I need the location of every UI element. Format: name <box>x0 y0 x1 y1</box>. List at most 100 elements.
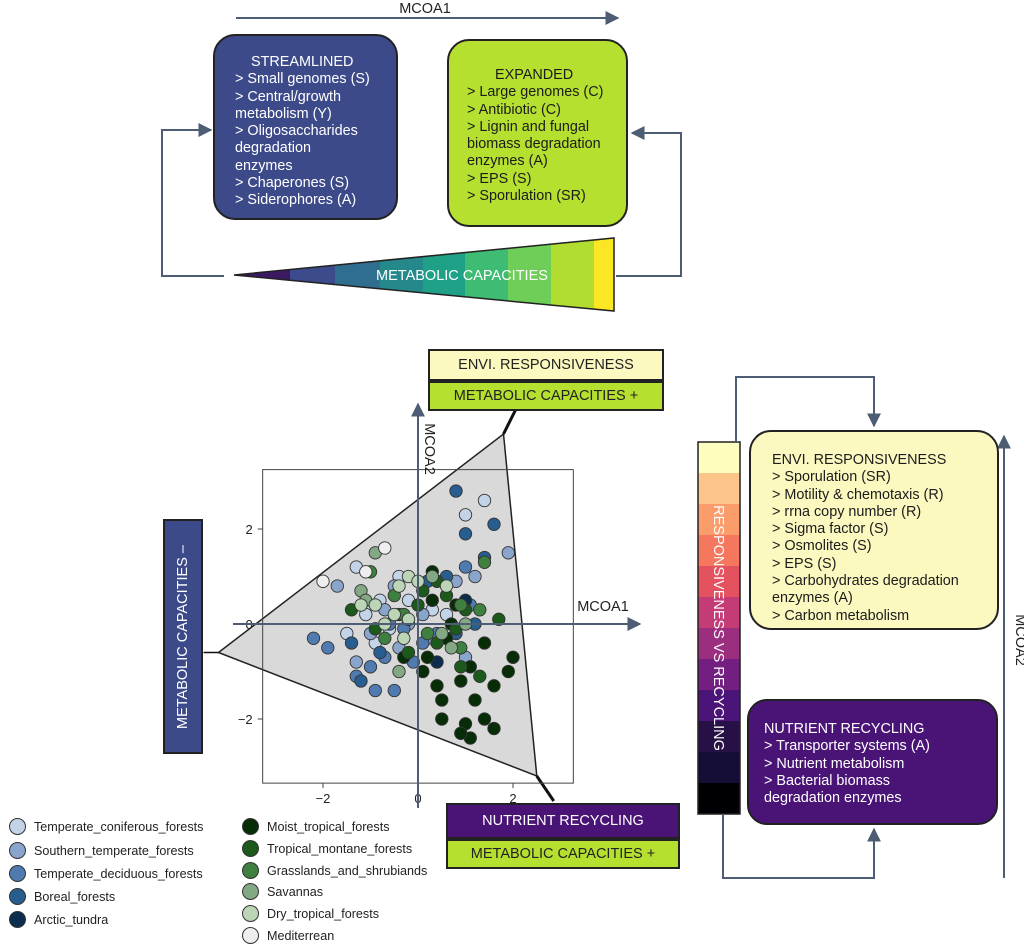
bar-band <box>698 473 740 505</box>
bar-label: RESPONSIVENESS VS RECYCLING <box>710 505 726 751</box>
legend-swatch <box>9 911 26 928</box>
data-point <box>363 660 378 674</box>
y-tick-label: −2 <box>238 712 253 727</box>
envi-line: > Motility & chemotaxis (R) <box>772 486 944 503</box>
data-point <box>401 612 416 626</box>
envi-title: ENVI. RESPONSIVENESS <box>772 452 947 468</box>
legend-label: Dry_tropical_forests <box>267 907 379 921</box>
expanded-title: EXPANDED <box>495 67 574 83</box>
envi-line: > Sigma factor (S) <box>772 521 889 538</box>
nutri-line: > Bacterial biomass <box>764 772 890 789</box>
legend-swatch <box>242 818 259 835</box>
data-point <box>477 712 492 726</box>
nutri-title: NUTRIENT RECYCLING <box>764 721 925 737</box>
y-axis-label: MCOA2 <box>421 423 437 475</box>
data-point <box>378 631 392 645</box>
expanded-line: > Lignin and fungal <box>467 118 590 135</box>
data-point <box>492 612 506 626</box>
data-point <box>359 565 373 579</box>
data-point <box>454 660 468 674</box>
streamlined-line: > Central/growth <box>235 88 341 105</box>
right-loop-arrow <box>616 126 682 277</box>
nutri-line: degradation enzymes <box>764 790 902 807</box>
data-point <box>458 527 473 541</box>
bar-band <box>698 783 740 815</box>
envi-responsiveness-box: ENVI. RESPONSIVENESS > Sporulation (SR) … <box>749 430 999 630</box>
data-point <box>454 598 468 612</box>
streamlined-line: > Small genomes (S) <box>235 71 370 88</box>
nutri-line: > Transporter systems (A) <box>764 738 930 755</box>
legend-swatch <box>242 905 259 922</box>
nutrient-recycling-box: NUTRIENT RECYCLING > Transporter systems… <box>747 699 998 825</box>
nutrient-recycling-tag: NUTRIENT RECYCLING <box>446 803 680 839</box>
data-point <box>487 517 501 531</box>
wedge-band <box>594 238 614 311</box>
data-point <box>306 631 321 645</box>
data-point <box>344 636 359 650</box>
scatter-plot: −202−202 MCOA1 MCOA2 <box>203 402 642 808</box>
data-point <box>458 508 473 522</box>
streamlined-line: metabolism (Y) <box>235 105 332 122</box>
bar-band <box>698 597 740 629</box>
data-point <box>373 645 387 660</box>
metabolic-capacities-minus-tag: METABOLIC CAPACITIES – <box>163 519 203 754</box>
data-point <box>368 598 382 612</box>
data-point <box>473 669 487 683</box>
data-point <box>397 631 411 645</box>
data-point <box>425 569 439 584</box>
x-tick-label: 2 <box>509 791 516 806</box>
data-point <box>477 493 492 508</box>
mcoa1-top-label: MCOA1 <box>399 1 451 17</box>
streamlined-line: > Oligosaccharides <box>235 123 358 140</box>
legend-label: Boreal_forests <box>34 890 116 904</box>
legend-label: Moist_tropical_forests <box>267 820 390 834</box>
envi-line: > rrna copy number (R) <box>772 503 922 520</box>
envi-line: > EPS (S) <box>772 555 837 572</box>
legend-swatch <box>9 865 26 882</box>
envi-line: > Osmolites (S) <box>772 538 872 555</box>
envi-responsiveness-tag: ENVI. RESPONSIVENESS <box>428 349 664 381</box>
data-point <box>454 726 468 740</box>
envi-line: > Sporulation (SR) <box>772 469 891 486</box>
legend-swatch <box>242 927 259 944</box>
legend-swatch <box>242 883 259 900</box>
data-point <box>387 683 401 698</box>
data-point <box>401 645 416 660</box>
data-point <box>444 641 458 655</box>
data-point <box>425 593 439 607</box>
data-point <box>501 664 515 679</box>
envi-line: > Carbon metabolism <box>772 607 910 624</box>
data-point <box>439 579 454 593</box>
data-point <box>435 693 449 707</box>
data-point <box>506 650 520 664</box>
data-point <box>501 546 515 560</box>
bar-band <box>698 535 740 567</box>
bar-band <box>698 752 740 784</box>
legend-swatch <box>242 840 259 857</box>
x-tick-label: −2 <box>316 791 331 806</box>
wedge-band <box>508 238 552 311</box>
data-point <box>477 636 492 650</box>
legend-label: Southern_temperate_forests <box>34 844 194 858</box>
expanded-line: > EPS (S) <box>467 170 532 187</box>
data-point <box>368 683 382 698</box>
data-point <box>430 679 444 693</box>
data-point <box>468 569 482 584</box>
envi-line: > Carbohydrates degradation <box>772 572 959 589</box>
data-point <box>392 664 406 679</box>
legend-label: Tropical_montane_forests <box>267 842 413 856</box>
legend-label: Savannas <box>267 885 324 899</box>
y-tick-label: 2 <box>245 522 252 537</box>
data-point <box>435 626 449 641</box>
left-loop-arrow <box>161 123 224 277</box>
right-top-loop-arrow <box>735 376 881 442</box>
legend-label: Temperate_deciduous_forests <box>34 867 203 881</box>
bar-band <box>698 659 740 691</box>
data-point <box>420 650 435 664</box>
x-axis-label: MCOA1 <box>577 599 629 615</box>
right-bottom-loop-arrow <box>722 814 881 879</box>
streamlined-line: enzymes <box>235 157 293 174</box>
data-point <box>378 541 392 555</box>
data-point <box>487 721 501 736</box>
